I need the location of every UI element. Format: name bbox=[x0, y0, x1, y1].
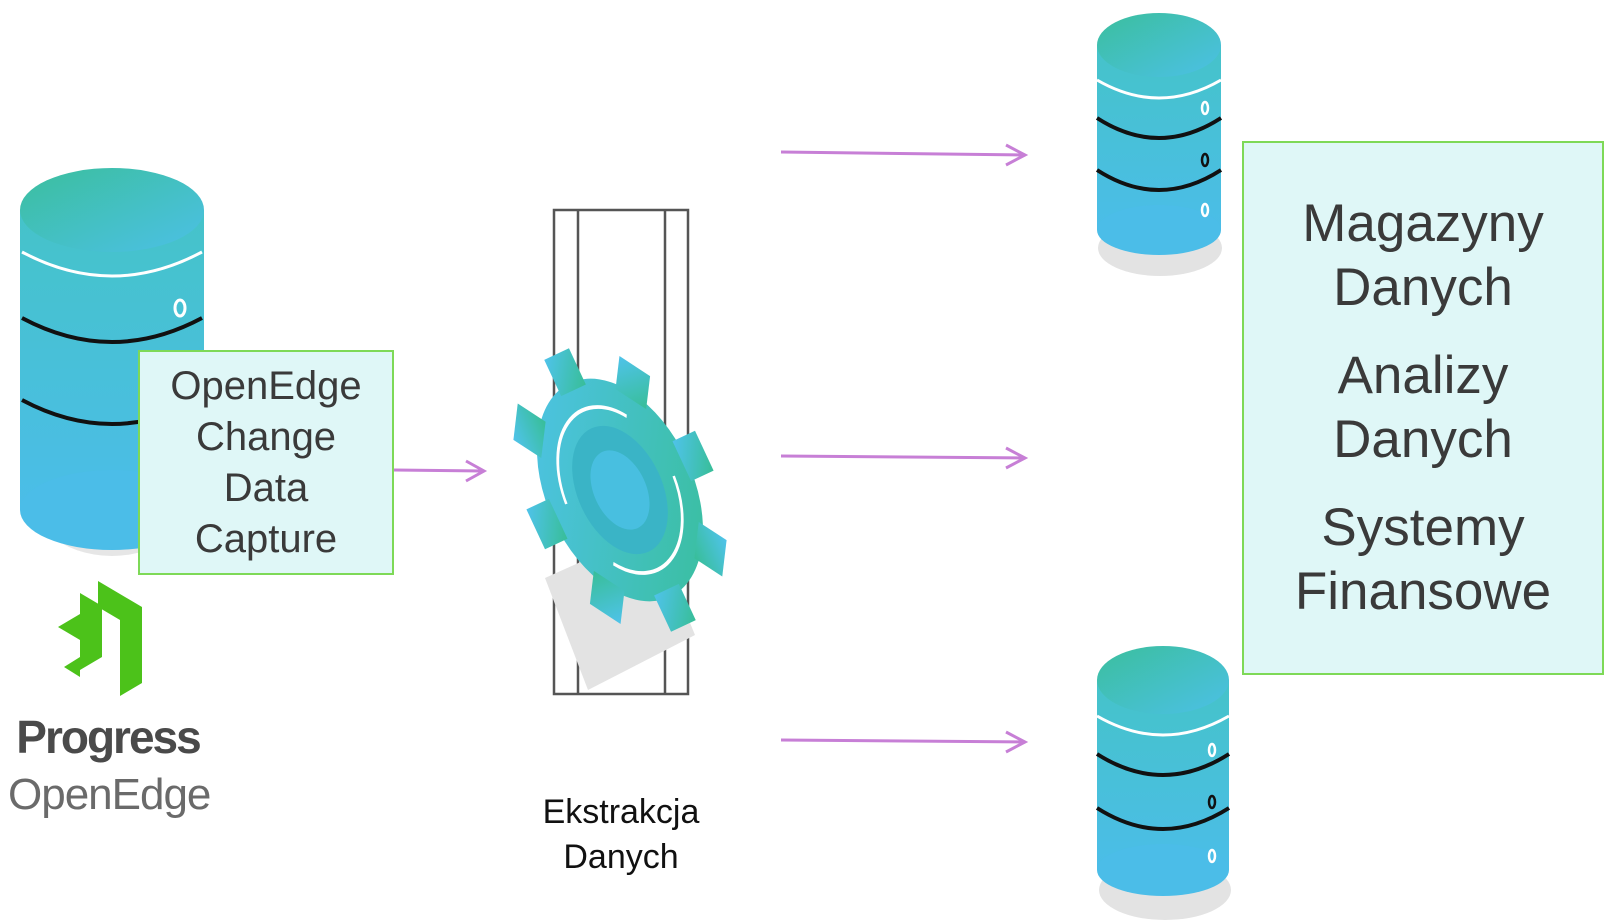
process-label: Ekstrakcja Danych bbox=[512, 790, 730, 880]
targets-label-box: Magazyny Danych Analizy Danych Systemy F… bbox=[1242, 141, 1604, 675]
progress-logo-mark-icon bbox=[58, 581, 142, 696]
process-label-line: Ekstrakcja bbox=[542, 793, 700, 831]
target-group-data-warehouses: Magazyny Danych bbox=[1302, 192, 1544, 320]
target-label-line: Magazyny bbox=[1302, 194, 1544, 253]
target-label-line: Analizy bbox=[1337, 346, 1509, 405]
arrow-source-to-process bbox=[393, 459, 488, 483]
source-label-line: Capture bbox=[194, 516, 338, 561]
source-label-line: OpenEdge bbox=[170, 363, 362, 408]
target-label-line: Finansowe bbox=[1294, 562, 1552, 621]
arrow-process-to-target-2 bbox=[780, 446, 1029, 470]
progress-openedge-logo: Progress OpenEdge bbox=[8, 575, 211, 845]
gear-icon bbox=[513, 348, 727, 632]
target-database-icon-top bbox=[1095, 13, 1223, 276]
target-label-line: Danych bbox=[1333, 410, 1513, 469]
logo-product-text: OpenEdge bbox=[8, 770, 211, 819]
logo-brand-text: Progress bbox=[16, 711, 201, 763]
arrow-process-to-target-3 bbox=[780, 730, 1029, 754]
target-label-line: Danych bbox=[1333, 258, 1513, 317]
target-database-icon-bottom bbox=[1095, 646, 1231, 920]
target-group-financial-systems: Systemy Finansowe bbox=[1295, 496, 1551, 624]
target-label-line: Systemy bbox=[1321, 498, 1525, 557]
source-label-line: Data bbox=[223, 465, 309, 510]
source-label-line: Change bbox=[195, 414, 337, 459]
source-label-box: OpenEdge Change Data Capture bbox=[138, 350, 394, 575]
target-group-data-analytics: Analizy Danych bbox=[1333, 344, 1513, 472]
arrow-process-to-target-1 bbox=[780, 143, 1029, 167]
process-label-line: Danych bbox=[563, 838, 679, 876]
